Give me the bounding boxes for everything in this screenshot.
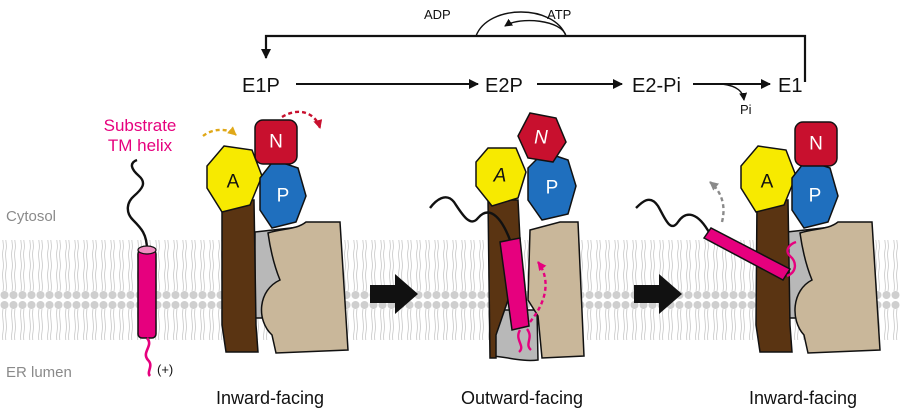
- pi-label: Pi: [740, 102, 752, 117]
- free-substrate-helix: (+): [126, 158, 173, 377]
- nucleotide-label: N: [534, 128, 548, 149]
- tm-domain-tan: [527, 221, 585, 359]
- actuator-domain: [740, 145, 797, 213]
- actuator-domain: [206, 145, 263, 213]
- actuator-label: A: [493, 166, 507, 187]
- nucleotide-domain: [794, 121, 838, 167]
- tm-domain-brown: [221, 199, 259, 353]
- substrate-motion-arrow: [529, 261, 547, 323]
- actuator-domain: [475, 147, 527, 207]
- tm-domain-tan: [260, 221, 349, 354]
- phosphorylation-label: P: [277, 186, 290, 207]
- substrate-cytosolic-tail: [635, 198, 712, 235]
- adp-label: ADP: [424, 7, 451, 22]
- helix-top-cap: [137, 245, 157, 255]
- phosphorylation-domain: [791, 159, 839, 229]
- phosphorylation-label: P: [809, 186, 822, 207]
- substrate-luminal-tail: [786, 240, 797, 278]
- pump-inward-facing-2: A P N: [635, 121, 881, 354]
- state-e1: E1: [778, 75, 802, 97]
- substrate-tm-helix: [137, 249, 157, 339]
- substrate-cytosolic-tail: [126, 158, 149, 251]
- substrate-cytosolic-tail: [429, 196, 512, 241]
- actuator-motion-arrow: [202, 126, 237, 137]
- released-substrate-helix: [702, 227, 792, 281]
- transition-arrow-1: [370, 274, 418, 314]
- cytosol-label: Cytosol: [6, 208, 56, 225]
- er-lumen-label: ER lumen: [6, 364, 72, 381]
- phosphorylation-label: P: [546, 178, 559, 199]
- nucleotide-label: N: [809, 134, 823, 155]
- caption-outward-facing: Outward-facing: [461, 388, 583, 408]
- positive-charge-label: (+): [157, 362, 173, 377]
- pump-inward-facing-1: A P N: [202, 110, 349, 354]
- state-e1p: E1P: [242, 75, 280, 97]
- pump-outward-facing: A P N: [429, 112, 585, 362]
- actuator-label: A: [227, 172, 240, 193]
- nucleotide-domain: [517, 112, 567, 163]
- tm-domain-tan: [794, 221, 881, 354]
- bound-substrate-helix: [499, 237, 530, 331]
- atp-hydrolysis-arc: [475, 11, 567, 37]
- phosphorylation-domain: [527, 151, 577, 221]
- nucleotide-domain: [254, 119, 298, 165]
- transition-arrow-2: [634, 274, 682, 314]
- substrate-label-line2: TM helix: [108, 136, 173, 155]
- substrate-release-arrow: [709, 181, 725, 223]
- substrate-luminal-tail: [144, 337, 152, 377]
- reaction-cycle: ADP ATP E1P E2P E2-Pi E1 Pi: [242, 7, 807, 117]
- atp-label: ATP: [547, 7, 571, 22]
- phosphorylation-domain: [259, 159, 307, 229]
- nucleotide-label: N: [269, 132, 283, 153]
- cycle-return-arrow: [261, 34, 807, 82]
- nucleotide-motion-arrow: [281, 110, 323, 129]
- state-e2-pi: E2-Pi: [632, 75, 681, 97]
- pi-release-arrow: [721, 83, 748, 101]
- substrate-label-line1: Substrate: [104, 116, 177, 135]
- atp-to-adp-arrow: [504, 18, 567, 37]
- caption-inward-facing-1: Inward-facing: [216, 388, 324, 408]
- actuator-label: A: [761, 172, 774, 193]
- substrate-luminal-tail: [517, 328, 532, 353]
- caption-inward-facing-2: Inward-facing: [749, 388, 857, 408]
- state-e2p: E2P: [485, 75, 523, 97]
